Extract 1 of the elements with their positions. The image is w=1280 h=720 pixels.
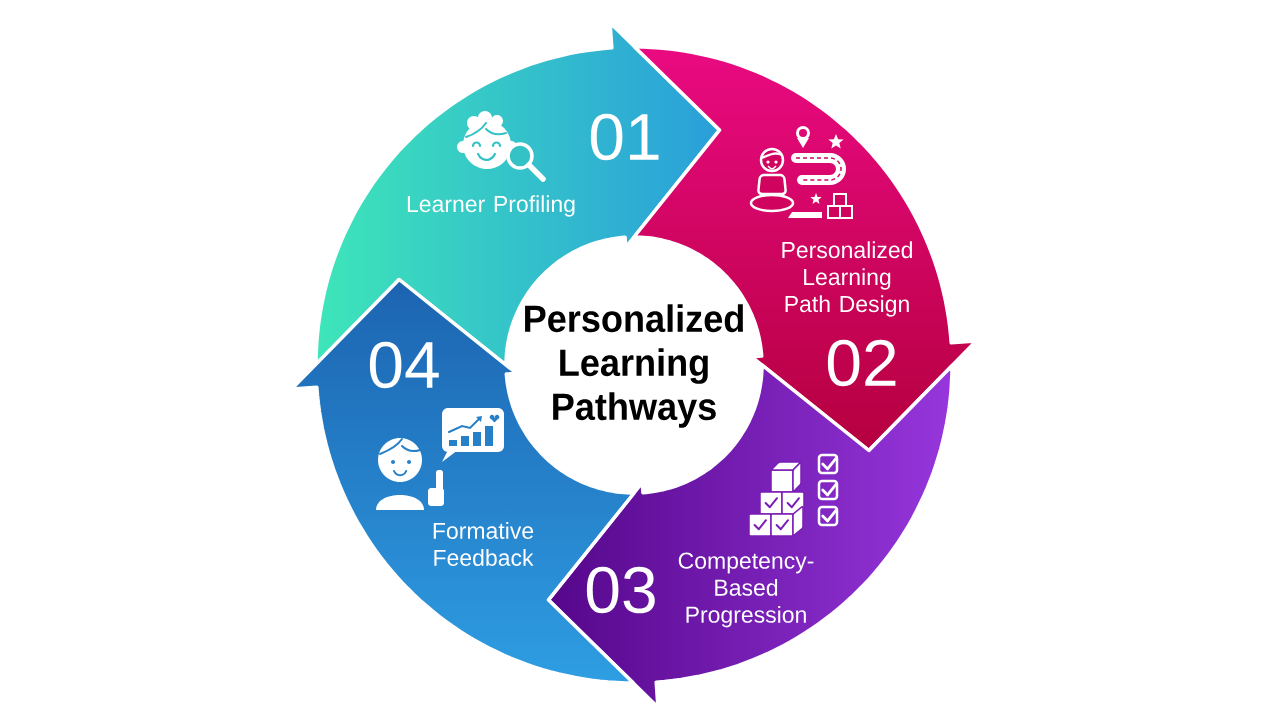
title: Personalized Learning Pathways <box>525 304 743 428</box>
